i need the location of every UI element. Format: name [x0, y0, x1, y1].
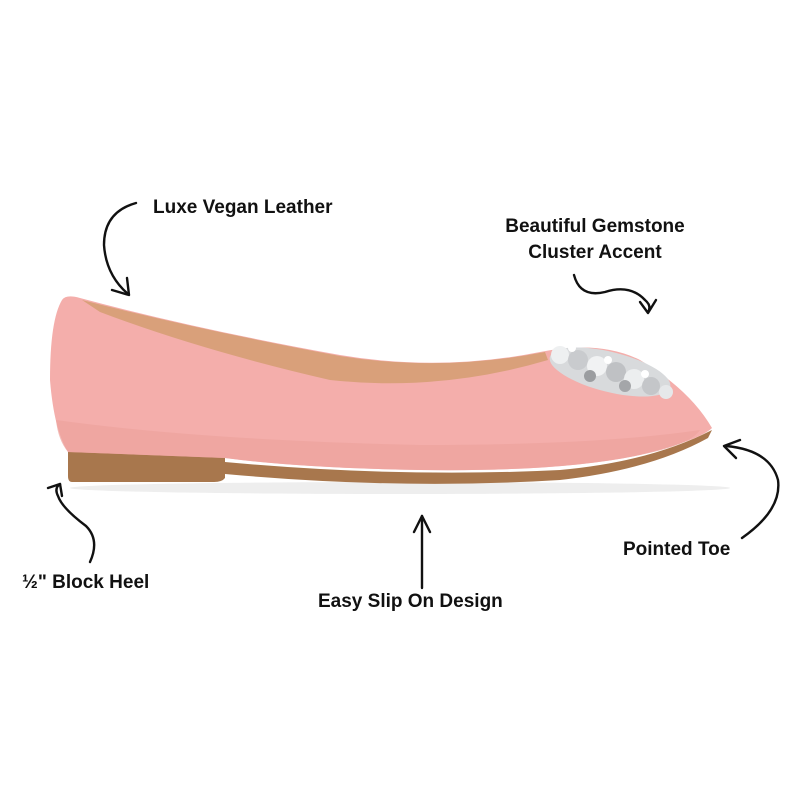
heel-arrowhead-icon — [46, 482, 64, 498]
shoe-lining — [82, 300, 548, 384]
callout-easy-slip-on: Easy Slip On Design — [318, 589, 503, 615]
callout-block-heel: ½" Block Heel — [22, 570, 149, 596]
leather-arrowhead-icon — [110, 276, 131, 297]
toe-arrow-icon — [724, 444, 780, 540]
gemstone-cluster — [549, 344, 673, 399]
callout-label: Pointed Toe — [623, 539, 731, 560]
callout-label-line2: Cluster Accent — [528, 242, 662, 263]
callout-label: ½" Block Heel — [22, 572, 150, 593]
block-heel — [68, 450, 225, 482]
callout-pointed-toe: Pointed Toe — [623, 537, 730, 563]
gemstone-arrow-icon — [572, 273, 651, 314]
ground-shadow — [70, 482, 730, 494]
sole — [225, 430, 712, 484]
heel-arrow-icon — [55, 482, 96, 564]
toe-arrowhead-icon — [722, 438, 742, 460]
callout-label: Easy Slip On Design — [318, 591, 503, 612]
callout-gemstone-accent: Beautiful Gemstone Cluster Accent — [490, 214, 700, 266]
slip-on-arrowhead-icon — [412, 514, 432, 534]
callout-label: Luxe Vegan Leather — [153, 197, 333, 218]
gemstone-arrowhead-icon — [638, 298, 658, 315]
callout-label-line1: Beautiful Gemstone — [505, 216, 685, 237]
upper-shading — [56, 420, 700, 471]
leather-arrow-icon — [102, 201, 138, 296]
callout-luxe-vegan-leather: Luxe Vegan Leather — [153, 195, 333, 221]
